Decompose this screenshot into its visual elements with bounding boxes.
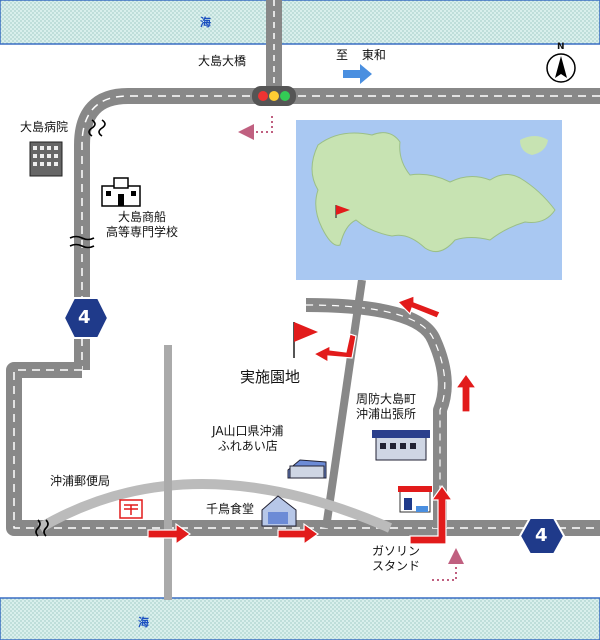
ja-line2: ふれあい店 [217, 439, 278, 453]
gas-station-icon [398, 486, 432, 513]
road-break-marks [35, 119, 106, 537]
bridge-label: 大島大橋 [198, 54, 247, 68]
school-label: 大島商船 高等専門学校 [106, 210, 178, 240]
venue-label: 実施園地 [240, 368, 301, 386]
venue-flag-icon [293, 322, 318, 358]
route-number-right: 4 [535, 525, 548, 546]
direction-arrow-icon [343, 64, 372, 84]
inset-island-map [296, 120, 562, 280]
traffic-light-icon [252, 86, 296, 106]
restaurant-icon [261, 495, 297, 527]
ja-label: JA山口県沖浦 ふれあい店 [212, 424, 284, 454]
bridge-road [266, 0, 282, 96]
gas-line2: スタンド [372, 559, 421, 573]
post-office-icon [119, 499, 143, 519]
town-office-line1: 周防大島町 [356, 392, 417, 406]
gas-station-label: ガソリン スタンド [372, 544, 420, 574]
school-line1: 大島商船 [118, 210, 167, 224]
dotted-arrows [238, 116, 464, 581]
school-building-icon [101, 177, 141, 207]
sea-bottom [0, 597, 600, 640]
sea-top [0, 0, 600, 45]
gas-line1: ガソリン [372, 544, 421, 558]
direction-place: 東和 [361, 48, 386, 62]
ja-store-icon [287, 459, 327, 479]
school-line2: 高等専門学校 [106, 225, 179, 239]
sea-label-top: 海 [200, 16, 211, 29]
ja-line1: JA山口県沖浦 [212, 424, 284, 438]
town-office-label: 周防大島町 沖浦出張所 [356, 392, 416, 422]
sea-label-bottom: 海 [138, 616, 149, 629]
post-office-label: 沖浦郵便局 [50, 474, 111, 488]
compass-letter: N [557, 42, 565, 52]
direction-prefix: 至 [336, 48, 349, 62]
route-number-left: 4 [78, 307, 91, 328]
north-compass-icon [546, 53, 576, 83]
town-office-line2: 沖浦出張所 [356, 407, 417, 421]
restaurant-label: 千鳥食堂 [206, 502, 255, 516]
direction-label: 至 東和 [336, 48, 386, 63]
route-arrows [147, 295, 478, 546]
route-badge-icon [62, 297, 566, 555]
hospital-building-icon [29, 141, 63, 177]
hospital-label: 大島病院 [20, 120, 69, 134]
town-office-icon [372, 430, 430, 461]
